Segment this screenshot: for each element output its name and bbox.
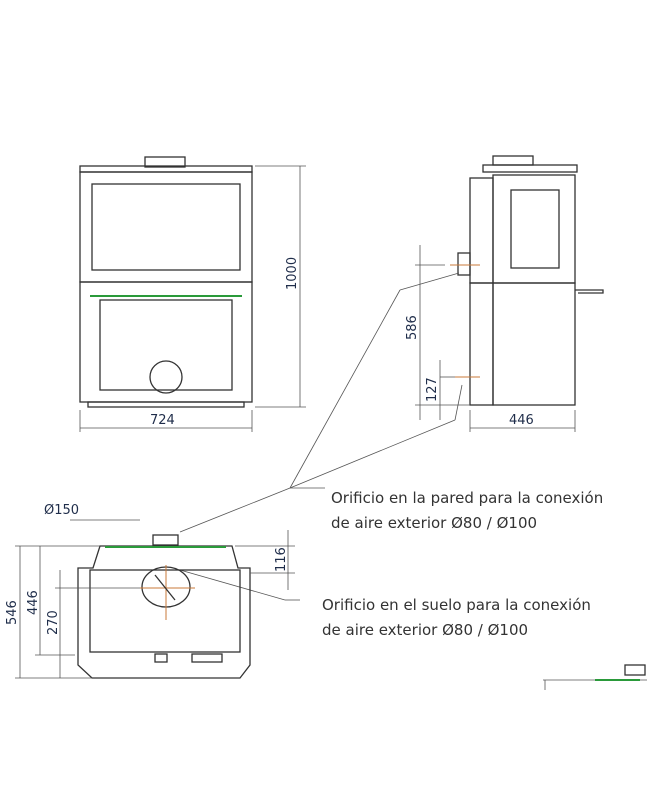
floor-hole-note: Orificio en el suelo para la conexión de… xyxy=(322,593,591,643)
plan-view xyxy=(15,519,295,679)
dim-flue-diameter: Ø150 xyxy=(44,503,79,518)
floor-hole-note-line1: Orificio en el suelo para la conexión xyxy=(322,596,591,614)
dim-plan-hole-offset: 270 xyxy=(46,610,61,635)
side-view xyxy=(415,155,604,432)
dim-plan-depth-inner: 446 xyxy=(26,590,41,615)
floor-hole-note-line2: de aire exterior Ø80 / Ø100 xyxy=(322,621,529,639)
dim-front-width: 724 xyxy=(150,413,175,428)
dim-floor-hole-height: 127 xyxy=(425,377,440,402)
dim-plan-top-offset: 116 xyxy=(274,547,289,572)
partial-plan-view xyxy=(543,664,647,690)
dim-plan-depth-total: 546 xyxy=(5,600,20,625)
leader-lines xyxy=(179,272,463,601)
front-view xyxy=(79,156,306,432)
wall-hole-note-line2: de aire exterior Ø80 / Ø100 xyxy=(331,514,538,532)
dim-height: 1000 xyxy=(285,257,300,290)
dim-side-depth: 446 xyxy=(509,413,534,428)
dim-wall-hole-height: 586 xyxy=(405,315,420,340)
wall-hole-note: Orificio en la pared para la conexión de… xyxy=(331,486,603,536)
wall-hole-note-line1: Orificio en la pared para la conexión xyxy=(331,489,604,507)
